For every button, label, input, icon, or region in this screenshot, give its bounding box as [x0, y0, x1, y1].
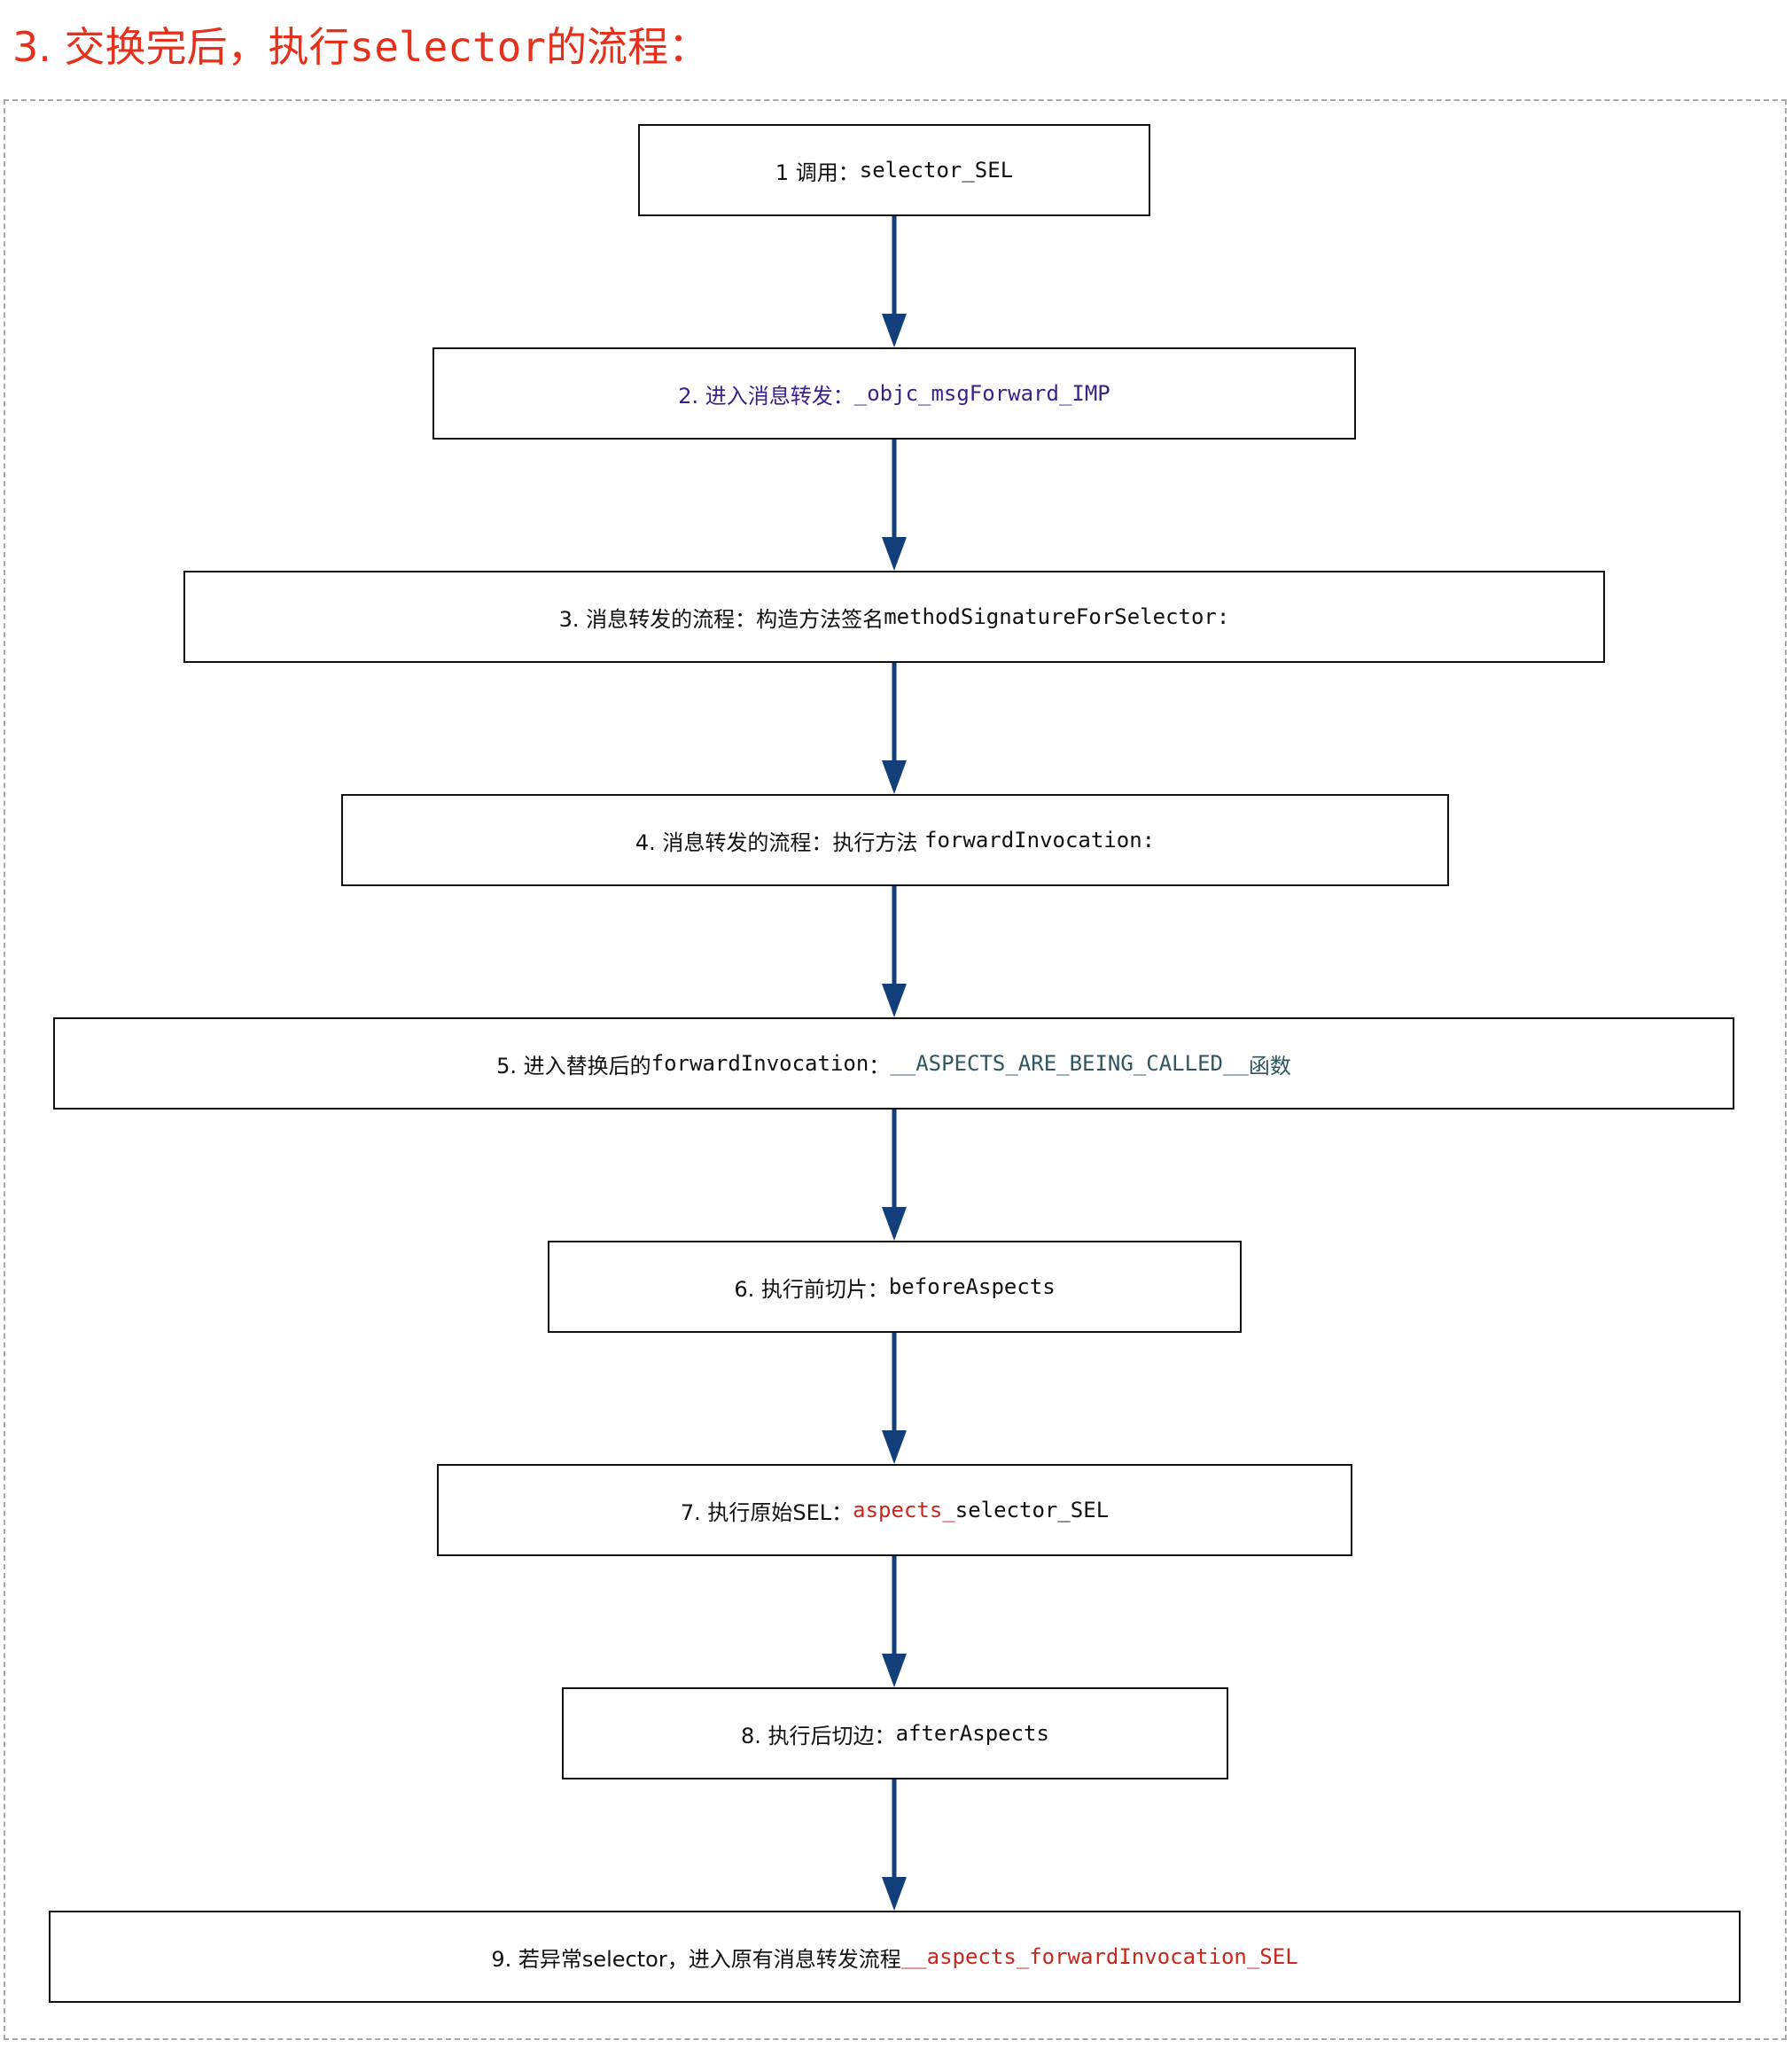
step-6-box: 6. 执行前切片：beforeAspects: [548, 1241, 1242, 1333]
step-1-box: 1 调用：selector_SEL: [638, 124, 1150, 216]
step-9-box: 9. 若异常selector，进入原有消息转发流程__aspects_forwa…: [49, 1911, 1741, 2003]
step-1-label: 1 调用：: [775, 160, 860, 185]
step-7-prefix-code: aspects_: [853, 1498, 955, 1522]
step-6-label: 6. 执行前切片：: [734, 1276, 889, 1302]
step-4-code: forwardInvocation:: [924, 828, 1156, 853]
step-2-label: 2. 进入消息转发：: [678, 383, 854, 409]
step-5-label: 5. 进入替换后的: [496, 1053, 651, 1079]
diagram-heading: 3. 交换完后，执行selector的流程：: [12, 19, 709, 74]
step-2-code: _objc_msgForward_IMP: [853, 381, 1110, 406]
heading-code: selector: [349, 23, 547, 71]
step-2-box: 2. 进入消息转发：_objc_msgForward_IMP: [432, 347, 1356, 440]
step-9-label: 9. 若异常selector，进入原有消息转发流程: [491, 1946, 901, 1972]
step-7-label: 7. 执行原始SEL：: [680, 1499, 853, 1525]
step-1-code: selector_SEL: [859, 158, 1014, 183]
step-6-code: beforeAspects: [888, 1274, 1056, 1299]
step-4-label: 4. 消息转发的流程：执行方法: [635, 829, 925, 855]
dashed-frame: [4, 99, 1787, 2040]
step-8-box: 8. 执行后切边：afterAspects: [562, 1687, 1228, 1779]
step-3-code: methodSignatureForSelector:: [884, 604, 1230, 629]
step-4-box: 4. 消息转发的流程：执行方法 forwardInvocation:: [341, 794, 1449, 886]
heading-suffix: 的流程：: [546, 23, 710, 71]
step-7-code: selector_SEL: [954, 1498, 1110, 1522]
heading-prefix: 3. 交换完后，执行: [12, 23, 350, 71]
step-3-label: 3. 消息转发的流程：构造方法签名: [558, 606, 884, 632]
step-5-suffix: 函数: [1248, 1053, 1291, 1079]
step-5-function-name: __ASPECTS_ARE_BEING_CALLED__: [890, 1051, 1249, 1076]
step-8-code: afterAspects: [895, 1721, 1049, 1746]
step-8-label: 8. 执行后切边：: [741, 1723, 896, 1748]
step-9-code: __aspects_forwardInvocation_SEL: [900, 1944, 1298, 1969]
step-5-code: forwardInvocation: [651, 1051, 869, 1076]
step-5-colon: ：: [869, 1053, 891, 1079]
step-7-box: 7. 执行原始SEL：aspects_selector_SEL: [437, 1464, 1352, 1556]
